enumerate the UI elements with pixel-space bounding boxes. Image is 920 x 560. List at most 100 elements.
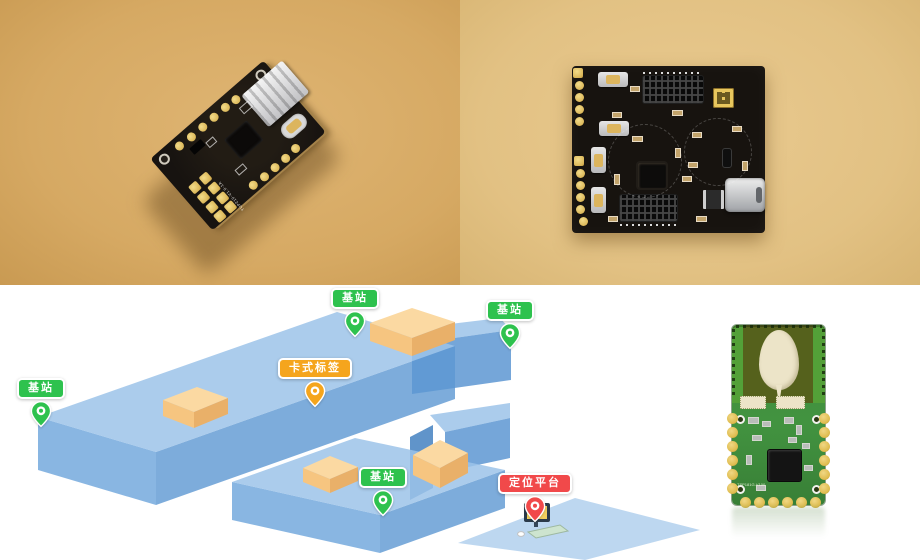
solder-pad [268,161,282,174]
castellated-pad [782,497,793,508]
smd-component [752,435,762,441]
silkscreen-text: TSP181G-V100 [737,482,766,487]
black-pcb-devboard [572,66,765,233]
smd-component [742,161,748,171]
solder-pad [576,205,585,214]
positioning-platform-badge: 定位平台 [498,473,572,494]
silkscreen-arc [684,118,752,186]
base-station-badge: 基站 [486,300,534,321]
base-station-badge: 基站 [359,467,407,488]
smd-component [762,421,771,427]
castellated-pad [810,497,821,508]
smd-component [732,126,742,132]
base-station-badge: 基站 [331,288,379,309]
castellated-pad [727,483,738,494]
marker-base-station-bottom: 基站 [359,467,407,517]
solder-pad [173,139,186,153]
silkscreen-outline [234,163,248,176]
marker-base-station-left: 基站 [17,378,65,428]
mounting-hole [156,151,173,167]
castellated-pad [727,455,738,466]
main-ic-chip [223,120,264,160]
obstacle-box [413,440,468,488]
solder-pad [576,169,585,178]
silkscreen-ticks [620,224,677,226]
pin-header-socket [643,76,703,103]
castellated-pad [727,413,738,424]
smd-component [672,110,683,116]
smd-component [756,485,766,491]
pcb-antenna [759,330,799,390]
isometric-floors-illustration [38,308,700,560]
pin-header-socket [620,195,677,221]
smd-component [784,417,794,424]
solder-pad [575,81,584,90]
smd-component [675,148,681,158]
solder-pad [207,110,221,124]
soic-chip [703,190,724,209]
photo-pcb-angled: TUP210-V1.0-1A [0,0,460,285]
marker-base-station-right: 基站 [486,300,534,350]
castellated-pad [819,427,830,438]
castellated-pad [727,427,738,438]
card-tag-badge: 卡式标签 [278,358,352,379]
obstacle-box [370,308,455,356]
castellated-pad [819,469,830,480]
smd-component [608,216,618,222]
solder-pad [258,170,271,184]
obstacle-box [163,387,228,428]
obstacle-box [303,456,358,493]
gold-qfn-footprint [713,88,734,108]
castellated-edge [736,325,822,328]
rf-soc-chip [768,450,801,481]
castellated-pad [754,497,765,508]
castellated-pad [796,497,807,508]
castellated-pad [819,455,830,466]
solder-pad [279,152,293,165]
shield-footprint [776,396,805,409]
solder-pad [289,142,302,155]
tactile-button [591,187,606,213]
solder-pad [576,181,585,190]
castellated-pad [740,497,751,508]
module-reflection [732,507,825,545]
smd-component [688,162,698,168]
photo-green-rf-module: TSP181G-V100 [710,285,920,560]
solder-pad [574,156,584,166]
indoor-positioning-diagram: 基站 基站 基站 卡式标签 [0,285,710,560]
castellated-pad [819,441,830,452]
tactile-button [598,72,628,87]
smd-component [804,465,813,471]
solder-pad [229,93,243,106]
base-station-badge: 基站 [17,378,65,399]
castellated-pad [768,497,779,508]
silkscreen-arc [608,124,682,198]
solder-pad [576,193,585,202]
solder-pad [573,68,583,78]
castellated-pad [819,413,830,424]
shield-footprint [740,396,766,409]
location-pin-icon [344,310,366,338]
smd-component [682,176,692,182]
solder-pad [246,178,260,192]
solder-pad [196,120,210,134]
smd-component [796,425,802,435]
castellated-pad [727,441,738,452]
antenna-feed [776,385,782,401]
solder-pad [579,217,588,226]
marker-base-station-top: 基站 [331,288,379,338]
castellated-pad [819,483,830,494]
solder-pad [575,117,584,126]
castellated-edge [732,329,735,399]
marker-positioning-platform: 定位平台 [498,473,572,523]
location-pin-icon [372,489,394,517]
solder-pad [575,93,584,102]
solder-pad [219,101,232,114]
location-pin-icon [499,322,521,350]
location-pin-icon [304,380,326,408]
smd-component [802,443,810,449]
silkscreen-outline [205,136,218,149]
smd-component [692,132,702,138]
solder-pad [575,105,584,114]
